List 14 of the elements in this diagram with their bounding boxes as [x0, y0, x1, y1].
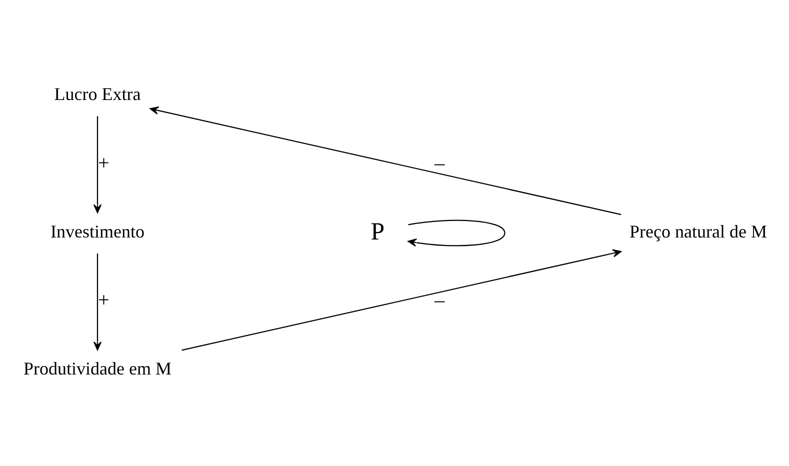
node-text: Investimento	[50, 221, 144, 242]
node-text: Produtividade em M	[24, 358, 172, 379]
arrow	[93, 116, 102, 214]
node-text: Lucro Extra	[54, 84, 141, 104]
edge-label: –	[434, 152, 445, 174]
node-text: P	[370, 218, 385, 246]
arrow	[182, 249, 622, 351]
arrow	[93, 253, 102, 350]
arrow	[408, 220, 506, 247]
edge-label: –	[434, 290, 445, 312]
edge-label: +	[98, 290, 110, 312]
arrow	[150, 106, 622, 216]
node-text: Preço natural de M	[630, 221, 767, 242]
edge-label: +	[98, 152, 110, 174]
